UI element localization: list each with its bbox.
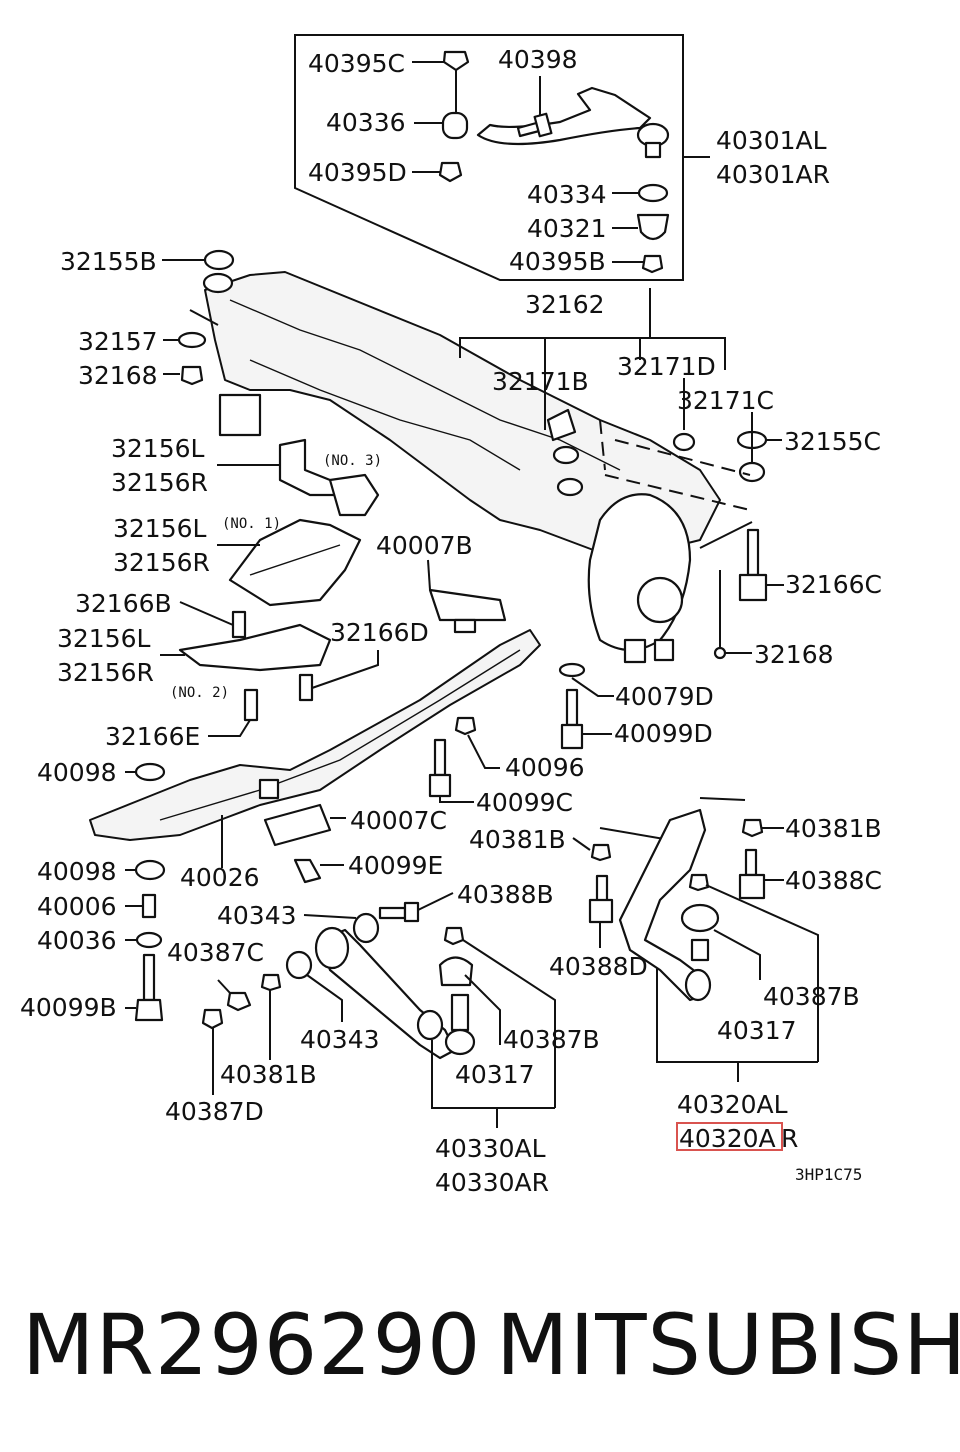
label-40334: 40334 <box>527 180 607 209</box>
label-32156R-no3: 32156R <box>111 468 208 497</box>
label-32166E: 32166E <box>105 722 200 751</box>
label-40395D: 40395D <box>308 158 407 187</box>
label-40395B: 40395B <box>509 247 606 276</box>
label-40317-left: 40317 <box>455 1060 535 1089</box>
label-32156L-no2: 32156L <box>57 624 151 653</box>
crossmember <box>162 249 782 664</box>
label-32168-upper: 32168 <box>78 361 158 390</box>
label-40320AR-tail: R <box>781 1124 798 1153</box>
label-40321: 40321 <box>527 214 607 243</box>
caption: MR296290 MITSUBISHI <box>0 1290 960 1400</box>
label-32171D: 32171D <box>617 352 716 381</box>
label-40007C: 40007C <box>350 806 447 835</box>
label-40098-lower: 40098 <box>37 857 117 886</box>
label-32156R-no2: 32156R <box>57 658 154 687</box>
label-40006: 40006 <box>37 892 117 921</box>
label-32171B: 32171B <box>492 367 589 396</box>
label-32157: 32157 <box>78 327 158 356</box>
label-32162: 32162 <box>525 290 605 319</box>
label-32166D: 32166D <box>330 618 429 647</box>
label-32166C: 32166C <box>785 570 882 599</box>
mounts <box>160 438 380 737</box>
label-32168-lower: 32168 <box>754 640 834 669</box>
lower-arm-left <box>201 892 556 1128</box>
label-32171C: 32171C <box>677 386 774 415</box>
label-40301AR: 40301AR <box>716 160 830 189</box>
label-40387C: 40387C <box>167 938 264 967</box>
label-32155C: 32155C <box>784 427 881 456</box>
upper-arm-inset <box>294 34 710 281</box>
label-40381B-right: 40381B <box>785 814 882 843</box>
label-40330AR: 40330AR <box>435 1168 549 1197</box>
label-40317-right: 40317 <box>717 1016 797 1045</box>
note-no3: (NO. 3) <box>323 453 382 469</box>
label-40099C: 40099C <box>476 788 573 817</box>
label-32166B: 32166B <box>75 589 172 618</box>
note-no1: (NO. 1) <box>222 516 281 532</box>
front-member <box>89 559 541 1022</box>
label-40381B-center: 40381B <box>469 825 566 854</box>
label-40079D: 40079D <box>615 682 714 711</box>
label-40320AL: 40320AL <box>677 1090 788 1119</box>
label-40388C: 40388C <box>785 866 882 895</box>
brand-name: MITSUBISHI <box>496 1296 960 1394</box>
label-40395C: 40395C <box>308 49 405 78</box>
label-40343-lower: 40343 <box>300 1025 380 1054</box>
label-40320AR-lead: 40320A <box>679 1124 776 1153</box>
label-40036: 40036 <box>37 926 117 955</box>
label-40007B: 40007B <box>376 531 473 560</box>
label-40098-upper: 40098 <box>37 758 117 787</box>
label-40388D: 40388D <box>549 952 648 981</box>
part-labels: 40395C 40398 40336 40395D 40301AL 40301A… <box>20 45 882 1197</box>
label-40381B-left: 40381B <box>220 1060 317 1089</box>
diagram-code: 3HP1C75 <box>795 1165 862 1184</box>
label-40099D: 40099D <box>614 719 713 748</box>
label-32156R-no1: 32156R <box>113 548 210 577</box>
label-32156L-no3: 32156L <box>111 434 205 463</box>
label-40099E: 40099E <box>348 851 443 880</box>
label-40387B-left: 40387B <box>503 1025 600 1054</box>
label-40096: 40096 <box>505 753 585 782</box>
label-40387B-right: 40387B <box>763 982 860 1011</box>
label-40099B: 40099B <box>20 993 117 1022</box>
highlight-box <box>676 1122 783 1151</box>
label-40388B: 40388B <box>457 880 554 909</box>
label-32156L-no1: 32156L <box>113 514 207 543</box>
note-no2: (NO. 2) <box>170 685 229 701</box>
label-40301AL: 40301AL <box>716 126 827 155</box>
label-40343-upper: 40343 <box>217 901 297 930</box>
parts-diagram: 40395C 40398 40336 40395D 40301AL 40301A… <box>20 34 882 1197</box>
label-40026: 40026 <box>180 863 260 892</box>
label-40330AL: 40330AL <box>435 1134 546 1163</box>
label-40398: 40398 <box>498 45 578 74</box>
part-number: MR296290 <box>22 1296 482 1394</box>
right-fasteners <box>428 521 819 1082</box>
label-40387D: 40387D <box>165 1097 264 1126</box>
label-32155B: 32155B <box>60 247 157 276</box>
label-40336: 40336 <box>326 108 406 137</box>
